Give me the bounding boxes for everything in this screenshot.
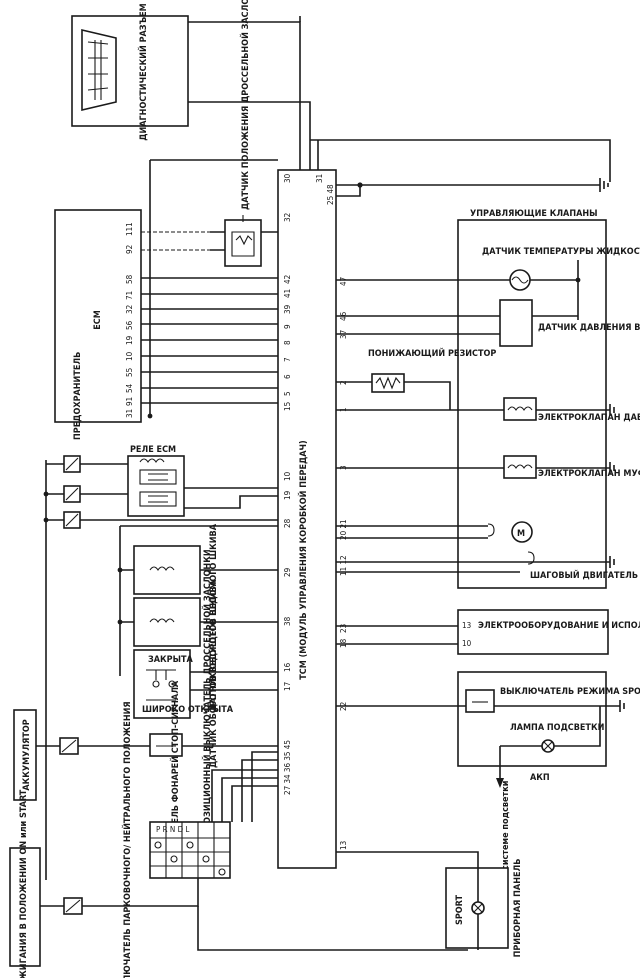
tcm-pin-20-21: 20 21 xyxy=(339,519,348,540)
ecm-relay-label: РЕЛЕ ECM xyxy=(130,445,176,455)
tcm-pin-11-12: 11 12 xyxy=(339,555,348,576)
ecm-pin-58: 58 xyxy=(125,274,134,284)
torque-converter-solenoid: ЭЛЕКТРОКЛАПАН МУФТЫ ГИДРОТРАНСФОРМАТОРА xyxy=(503,455,640,479)
to-lighting-label: К системе подсветки xyxy=(501,781,511,880)
tcm-pin-47: 47 xyxy=(339,277,348,286)
tcm-pin-28: 28 xyxy=(283,518,292,528)
drive-pulley-sensor-label: ДАТЧИК ОБОРОТОВ ВЕДУЩЕГО ШКИВА xyxy=(209,579,219,768)
ignition-switch: КЛЮЧ ЗАЖИГАНИЯ В ПОЛОЖЕНИИ ON или START xyxy=(9,789,41,978)
tcm-pin-29: 29 xyxy=(283,567,292,577)
drive-pulley-sensor: ДАТЧИК ОБОРОТОВ ВЕДУЩЕГО ШКИВА xyxy=(133,579,219,768)
ecm-pin-54: 54 xyxy=(125,383,134,393)
tcm-pin-30: 30 xyxy=(283,173,292,183)
tcm-pin-16: 16 xyxy=(283,662,292,672)
dropping-resistor: ПОНИЖАЮЩИЙ РЕЗИСТОР xyxy=(368,347,496,393)
backlight-lamp-label: ЛАМПА ПОДСВЕТКИ xyxy=(510,723,605,733)
ecm-pin-10: 10 xyxy=(125,351,134,361)
ecm-relay: РЕЛЕ ECM xyxy=(127,445,185,517)
tcm-pin-9: 9 xyxy=(283,324,292,329)
instrument-panel-label: ПРИБОРНАЯ ПАНЕЛЬ xyxy=(513,859,523,958)
driven-pulley-sensor-label: ДАТЧИК ОБОРОТОВ ВЕДОМОГО ШКИВА xyxy=(209,523,219,711)
line-pressure-solenoid-label: ЭЛЕКТРОКЛАПАН ДАВЛЕНИЯ В ЛИНИИ xyxy=(538,413,640,423)
tcm-pin-7: 7 xyxy=(283,357,292,362)
throttle-position-sensor: ДАТЧИК ПОЛОЖЕНИЯ ДРОССЕЛЬНОЙ ЗАСЛОНКИ xyxy=(224,0,262,267)
ignition-switch-label: КЛЮЧ ЗАЖИГАНИЯ В ПОЛОЖЕНИИ ON или START xyxy=(19,789,29,978)
tcm-pin-8: 8 xyxy=(283,340,292,345)
cvt-block: ВЫКЛЮЧАТЕЛЬ РЕЖИМА SPORT ЛАМПА ПОДСВЕТКИ… xyxy=(457,671,640,783)
diagnostic-connector-label: ДИАГНОСТИЧЕСКИЙ РАЗЪЕМ xyxy=(137,3,149,140)
tcm-pins-left: 30 32 42 41 39 9 8 7 6 5 15 10 19 28 29 … xyxy=(283,173,348,850)
park-neutral-switch-label: ВЫКЛЮЧАТЕЛЬ ПАРКОВОЧНОГО/ НЕЙТРАЛЬНОГО П… xyxy=(121,701,133,978)
ecm-pin-31: 31 xyxy=(125,409,134,418)
fuse-label: ПРЕДОХРАНИТЕЛЬ xyxy=(73,352,83,440)
tcm-box xyxy=(277,169,337,869)
cvt-label: АКП xyxy=(530,773,550,783)
ecm-pin-32: 32 xyxy=(125,305,134,314)
line-pressure-solenoid: ЭЛЕКТРОКЛАПАН ДАВЛЕНИЯ В ЛИНИИ xyxy=(503,397,640,423)
sport-switch xyxy=(465,689,495,713)
ecm-pin-91: 91 xyxy=(125,397,134,406)
tcm-pin-31: 31 xyxy=(315,174,324,183)
line-pressure-sensor: ДАТЧИК ДАВЛЕНИЯ В ЛИНИИ xyxy=(499,299,640,347)
tcm-pin-41: 41 xyxy=(283,289,292,298)
prndl-label: P R N D L xyxy=(156,825,189,834)
battery-label: АККУМУЛЯТОР xyxy=(22,719,32,790)
torque-converter-solenoid-label: ЭЛЕКТРОКЛАПАН МУФТЫ ГИДРОТРАНСФОРМАТОРА xyxy=(538,469,640,479)
tcm-pin-42: 42 xyxy=(283,275,292,284)
driven-pulley-sensor: ДАТЧИК ОБОРОТОВ ВЕДОМОГО ШКИВА xyxy=(133,523,219,711)
tcm-pin-38: 38 xyxy=(283,616,292,626)
ecm-pin-55: 55 xyxy=(125,368,134,377)
ecm-pins: 111 92 58 71 32 56 19 10 55 54 91 31 xyxy=(125,222,134,418)
fluid-temperature-sensor: ДАТЧИК ТЕМПЕРАТУРЫ ЖИДКОСТИ CVT xyxy=(482,247,640,291)
tcm-pin-23: 23 xyxy=(339,624,348,633)
abs-pin-13: 13 xyxy=(462,621,471,630)
stepper-m-letter: M xyxy=(517,529,525,539)
ecm-label: ECM xyxy=(93,310,103,330)
abs-pin-10: 10 xyxy=(462,639,472,648)
ecm-pin-71: 71 xyxy=(125,291,134,300)
ecm-tcm-bus xyxy=(141,231,278,404)
battery: АККУМУЛЯТОР xyxy=(13,709,37,801)
ecm-pin-111: 111 xyxy=(125,222,134,236)
tcm-pin-group: 27 34 36 35 45 xyxy=(283,740,292,795)
tcm-pin-19: 19 xyxy=(283,490,292,500)
tcm-pin-32: 32 xyxy=(283,213,292,222)
fluid-temp-sensor-label: ДАТЧИК ТЕМПЕРАТУРЫ ЖИДКОСТИ CVT xyxy=(482,247,640,257)
tcm-pin-39: 39 xyxy=(283,304,292,314)
instrument-panel: SPORT ПРИБОРНАЯ ПАНЕЛЬ xyxy=(445,859,523,958)
closed-label: ЗАКРЫТА xyxy=(148,655,193,665)
tcm-pin-10: 10 xyxy=(283,471,292,481)
prndl-switch: P R N D L ВЫКЛЮЧАТЕЛЬ ПАРКОВОЧНОГО/ НЕЙТ… xyxy=(121,701,231,978)
tcm-pin-25-48: 25 48 xyxy=(326,184,335,205)
stepper-motor: M ШАГОВЫЙ ДВИГАТЕЛЬ xyxy=(487,521,638,581)
diagnostic-connector: ДИАГНОСТИЧЕСКИЙ РАЗЪЕМ xyxy=(71,3,189,141)
tcm-pin-15: 15 xyxy=(283,402,292,411)
ecm-box xyxy=(54,209,142,423)
wide-open-label: ШИРОКО ОТКРЫТА xyxy=(142,705,234,715)
tcm-pin-6: 6 xyxy=(283,374,292,379)
dropping-resistor-label: ПОНИЖАЮЩИЙ РЕЗИСТОР xyxy=(368,347,496,359)
stepper-motor-label: ШАГОВЫЙ ДВИГАТЕЛЬ xyxy=(530,569,638,581)
throttle-sensor-label: ДАТЧИК ПОЛОЖЕНИЯ ДРОССЕЛЬНОЙ ЗАСЛОНКИ xyxy=(239,0,251,210)
control-valves-label: УПРАВЛЯЮЩИЕ КЛАПАНЫ xyxy=(470,209,598,219)
tcm-pin-5: 5 xyxy=(283,391,292,396)
ecm-pin-56: 56 xyxy=(125,320,134,330)
ecm-pin-92: 92 xyxy=(125,245,134,254)
sport-label: SPORT xyxy=(455,895,465,925)
sport-switch-label: ВЫКЛЮЧАТЕЛЬ РЕЖИМА SPORT xyxy=(500,687,640,697)
ecm-pin-19: 19 xyxy=(125,335,134,345)
abs-unit-label: ЭЛЕКТРООБОРУДОВАНИЕ И ИСПОЛНИТЕЛЬНЫЙ МЕХ… xyxy=(478,619,640,631)
tcm-label: TCM (МОДУЛЬ УПРАВЛЕНИЯ КОРОБКОЙ ПЕРЕДАЧ) xyxy=(297,440,309,679)
tcm-pin-13: 13 xyxy=(339,841,348,850)
line-pressure-sensor-label: ДАТЧИК ДАВЛЕНИЯ В ЛИНИИ xyxy=(538,323,640,333)
abs-unit: 13 10 ЭЛЕКТРООБОРУДОВАНИЕ И ИСПОЛНИТЕЛЬН… xyxy=(457,609,640,655)
tcm-pin-17: 17 xyxy=(283,682,292,691)
